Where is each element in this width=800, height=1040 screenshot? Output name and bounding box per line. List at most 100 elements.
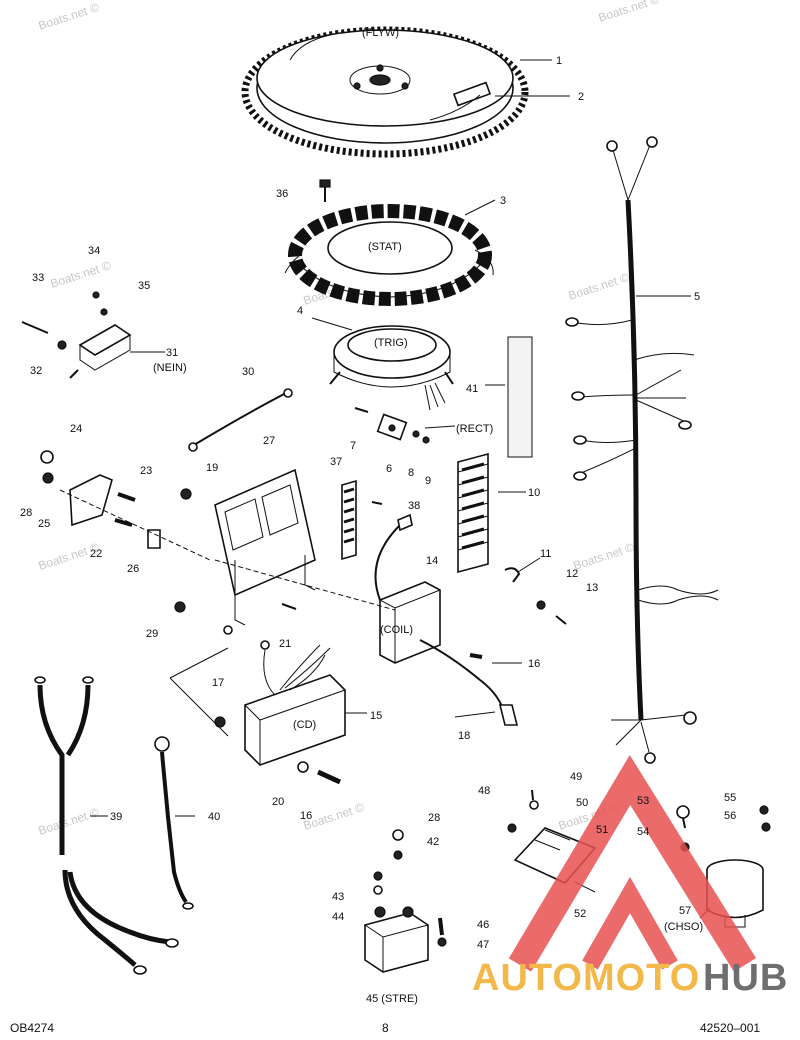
- callout: 40: [208, 811, 220, 823]
- callout: 2: [578, 91, 584, 103]
- callout: 28: [20, 507, 32, 519]
- terminal-block-10: [457, 452, 489, 574]
- callout: 19: [206, 462, 218, 474]
- nut-19: [180, 488, 192, 500]
- bracket-25: [40, 450, 161, 549]
- callout: 43: [332, 891, 344, 903]
- callout: 53: [637, 795, 649, 807]
- callout: 29: [146, 628, 158, 640]
- callout: 13: [586, 582, 598, 594]
- callout: 27: [263, 435, 275, 447]
- clamp-11: [504, 567, 521, 583]
- terminal-block-37: [341, 479, 357, 561]
- tag-stre: 45 (STRE): [366, 993, 418, 1005]
- callout: 56: [724, 810, 736, 822]
- footer-center: 8: [382, 1021, 389, 1035]
- component-tags: (FLYW) (STAT) (TRIG) (RECT) (NEIN) (COIL…: [153, 27, 703, 1005]
- callout: 18: [458, 730, 470, 742]
- watermark: Boats.net ©: [572, 540, 636, 573]
- tag-trig: (TRIG): [374, 337, 408, 349]
- watermark: Boats.net ©: [37, 0, 101, 33]
- tag-coil: (COIL): [380, 624, 413, 636]
- callout: 52: [574, 908, 586, 920]
- callout: 4: [297, 305, 303, 317]
- tag-cd: (CD): [293, 719, 316, 731]
- callout: 25: [38, 518, 50, 530]
- callout: 37: [330, 456, 342, 468]
- callout: 55: [724, 792, 736, 804]
- decal-41: [507, 336, 533, 458]
- callout: 17: [212, 677, 224, 689]
- mounting-plate-27: [214, 468, 316, 635]
- callout: 28: [428, 812, 440, 824]
- callout: 24: [70, 423, 82, 435]
- callout: 47: [477, 939, 489, 951]
- callout: 32: [30, 365, 42, 377]
- watermark: Boats.net ©: [37, 805, 101, 838]
- wire-30: [188, 388, 293, 452]
- callout: 11: [540, 548, 551, 560]
- cable-40: [154, 736, 194, 910]
- tag-nein: (NEIN): [153, 362, 187, 374]
- watermark: Boats.net ©: [567, 270, 631, 303]
- callout: 5: [694, 291, 700, 303]
- tag-flyw: (FLYW): [362, 27, 399, 39]
- footer-right: 42520–001: [700, 1021, 760, 1035]
- callout: 31: [166, 347, 178, 359]
- callout: 16: [300, 810, 312, 822]
- nut-29: [174, 601, 186, 613]
- callout: 8: [408, 467, 414, 479]
- screw-36: [319, 179, 331, 202]
- tag-stat: (STAT): [368, 241, 402, 253]
- callout: 46: [477, 919, 489, 931]
- callout: 38: [408, 500, 420, 512]
- callout: 3: [500, 195, 506, 207]
- callout-numbers: 1 2 3 4 5 6 7 8 9 10 11 12 13 14 15 16 1…: [20, 55, 736, 951]
- tag-chso: (CHSO): [664, 921, 703, 933]
- wiring-harness: [565, 136, 719, 764]
- screw-13: [555, 615, 567, 625]
- screw-21: [281, 603, 297, 610]
- callout: 14: [426, 555, 438, 567]
- screw-38: [371, 501, 383, 505]
- callout: 21: [279, 638, 291, 650]
- callout: 41: [466, 383, 478, 395]
- trigger: [329, 325, 454, 411]
- callout: 7: [350, 440, 356, 452]
- callout: 35: [138, 280, 150, 292]
- callout: 22: [90, 548, 102, 560]
- callout: 12: [566, 568, 578, 580]
- callout: 26: [127, 563, 139, 575]
- callout: 15: [370, 710, 382, 722]
- logo-text-automoto: AUTOMOTO: [472, 957, 700, 999]
- callout: 1: [556, 55, 562, 67]
- callout: 10: [528, 487, 540, 499]
- callout: 9: [425, 475, 431, 487]
- callout: 57: [679, 905, 691, 917]
- callout: 23: [140, 465, 152, 477]
- callout: 39: [110, 811, 122, 823]
- rectifier: [354, 407, 430, 444]
- leader-lines: [59, 59, 711, 919]
- logo-text-hub: HUB: [703, 957, 788, 999]
- watermark: Boats.net ©: [597, 0, 661, 25]
- callout: 16: [528, 658, 540, 670]
- callout: 34: [88, 245, 100, 257]
- callout: 50: [576, 797, 588, 809]
- stator: [284, 204, 494, 306]
- neutral-switch-31: [21, 291, 132, 379]
- starter-solenoid: [364, 829, 447, 973]
- flywheel: [241, 26, 529, 158]
- ignition-coil: [374, 513, 519, 726]
- tag-rect: (RECT): [456, 423, 493, 435]
- cd-module: [169, 640, 346, 785]
- nut-12: [536, 600, 546, 610]
- callout: 49: [570, 771, 582, 783]
- callout: 33: [32, 272, 44, 284]
- watermark: Boats.net ©: [49, 258, 113, 291]
- callout: 44: [332, 911, 344, 923]
- footer-left: OB4274: [10, 1021, 54, 1035]
- callout: 36: [276, 188, 288, 200]
